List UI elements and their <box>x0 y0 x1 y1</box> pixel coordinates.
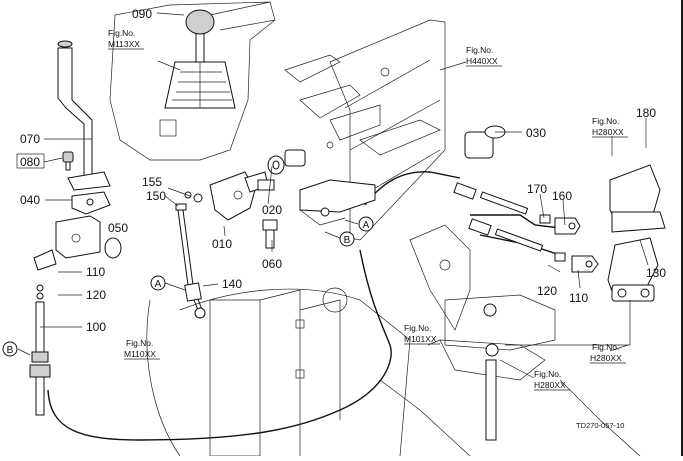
fig-ref-h440: Fig.No. H440XX <box>466 45 502 67</box>
pedal-assembly <box>409 224 556 441</box>
console-panel <box>109 1 276 161</box>
callout-b-upper: B <box>339 231 355 247</box>
part-number-080-box <box>16 153 45 169</box>
part-number-155: 155 <box>142 175 162 189</box>
part-number-160: 160 <box>552 189 572 203</box>
svg-text:Fig.No.: Fig.No. <box>592 116 619 126</box>
callout-a-lower: A <box>150 275 166 291</box>
svg-text:B: B <box>7 345 14 356</box>
part-number-110-left: 110 <box>86 265 105 279</box>
svg-text:B: B <box>344 235 351 246</box>
svg-text:H280XX: H280XX <box>592 127 624 137</box>
svg-text:M113XX: M113XX <box>108 39 140 49</box>
part-number-130: 130 <box>646 266 666 280</box>
svg-text:Fig.No.: Fig.No. <box>126 338 153 348</box>
part-number-110-right: 110 <box>569 291 588 305</box>
callout-a-upper: A <box>358 216 374 232</box>
cable-end-lower <box>468 218 599 273</box>
svg-text:H280XX: H280XX <box>534 380 566 390</box>
svg-text:M110XX: M110XX <box>124 349 156 359</box>
part-number-180: 180 <box>636 106 656 120</box>
leader-lines <box>17 12 649 379</box>
part-number-060: 060 <box>262 257 282 271</box>
part-number-150: 150 <box>146 189 166 203</box>
part-number-080: 080 <box>20 155 40 169</box>
fig-ref-h280-top: Fig.No. H280XX <box>592 116 628 138</box>
svg-text:Fig.No.: Fig.No. <box>534 369 561 379</box>
svg-text:A: A <box>363 220 370 231</box>
center-linkage <box>175 125 506 249</box>
part-number-070: 070 <box>20 132 40 146</box>
svg-text:Fig.No.: Fig.No. <box>404 323 431 333</box>
svg-text:H280XX: H280XX <box>590 353 622 363</box>
svg-text:Fig.No.: Fig.No. <box>466 45 493 55</box>
fig-ref-m101: Fig.No. M101XX <box>404 323 440 345</box>
part-number-120-right: 120 <box>537 284 557 298</box>
fig-ref-m113: Fig.No. M113XX <box>108 28 144 50</box>
rod-140 <box>177 209 206 319</box>
part-number-100: 100 <box>86 320 106 334</box>
part-number-090: 090 <box>132 7 152 21</box>
part-number-010: 010 <box>212 237 232 251</box>
fig-ref-h280-middle: Fig.No. H280XX <box>534 369 570 391</box>
part-number-030: 030 <box>526 126 546 140</box>
cable-end-upper <box>453 182 581 235</box>
part-number-020: 020 <box>262 203 282 217</box>
part-number-040: 040 <box>20 193 40 207</box>
part-number-170: 170 <box>527 182 547 196</box>
shift-lever-boot <box>164 9 236 109</box>
part-number-050: 050 <box>108 221 128 235</box>
svg-text:Fig.No.: Fig.No. <box>592 342 619 352</box>
svg-text:Fig.No.: Fig.No. <box>108 28 135 38</box>
control-cables <box>47 171 561 441</box>
part-number-120-left: 120 <box>86 288 106 302</box>
callout-b-lower: B <box>2 341 18 357</box>
fig-ref-m110: Fig.No. M110XX <box>124 338 160 360</box>
part-number-140: 140 <box>222 277 242 291</box>
fig-ref-h280-right: Fig.No. H280XX <box>590 342 626 364</box>
svg-text:H440XX: H440XX <box>466 56 498 66</box>
frame-bracket-h440 <box>284 19 446 241</box>
svg-text:A: A <box>155 279 162 290</box>
svg-text:M101XX: M101XX <box>404 334 437 344</box>
lower-body-m110 <box>146 287 641 457</box>
drawing-code: TD270-057-10 <box>576 421 624 430</box>
lever-bracket-h280 <box>505 164 666 346</box>
